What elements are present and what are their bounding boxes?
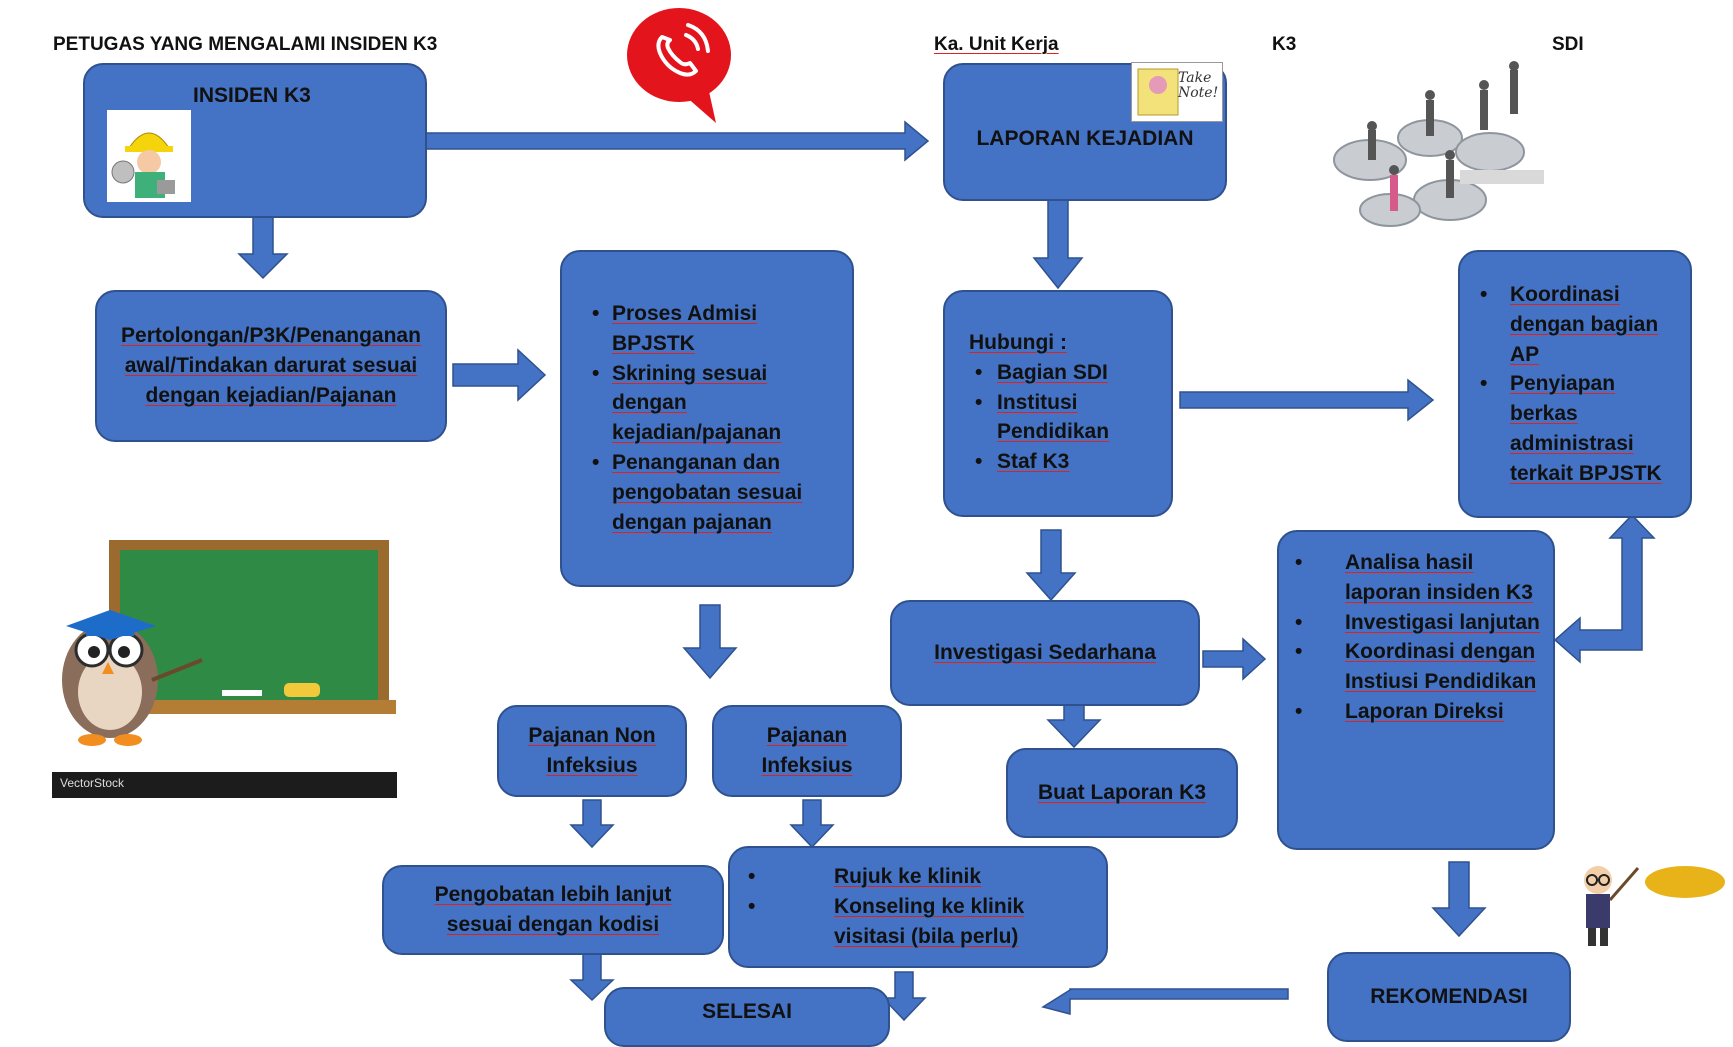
arrow-laporan-down — [1032, 192, 1084, 290]
box-pajanan-infeksius: Pajanan Infeksius — [712, 705, 902, 797]
insiden-title: INSIDEN K3 — [193, 84, 311, 107]
box-hubungi: Hubungi : Bagian SDI Institusi Pendidika… — [943, 290, 1173, 517]
hubungi-item: Staf K3 — [963, 447, 1161, 477]
phone-call-icon — [627, 8, 731, 123]
box-rujuk: Rujuk ke klinik Konseling ke klinik visi… — [728, 846, 1108, 968]
box-analisa: Analisa hasil laporan insiden K3 Investi… — [1277, 530, 1555, 850]
arrow-rekomendasi-to-selesai — [1041, 988, 1289, 1015]
box-investigasi-sedarhana: Investigasi Sedarhana — [890, 600, 1200, 706]
analisa-item: Investigasi lanjutan — [1283, 608, 1547, 638]
koordinasi-item: Penyiapan berkas administrasi terkait BP… — [1468, 369, 1682, 488]
analisa-item: Laporan Direksi — [1283, 697, 1547, 727]
proses-item: Penanganan dan pengobatan sesuai dengan … — [590, 448, 832, 537]
header-ka-unit: Ka. Unit Kerja — [934, 34, 1059, 56]
arrow-hubungi-to-koordinasi — [1179, 378, 1435, 422]
gears-people-icon — [1333, 61, 1544, 227]
hubungi-list: Bagian SDI Institusi Pendidikan Staf K3 — [963, 358, 1161, 477]
selesai-label: SELESAI — [702, 1000, 792, 1023]
arrow-pajanan-inf-down — [789, 799, 835, 849]
vectorstock-watermark: VectorStock — [60, 776, 125, 790]
proses-list: Proses Admisi BPJSTK Skrining sesuai den… — [590, 299, 832, 538]
arrow-proses-down — [682, 604, 738, 680]
koordinasi-list: Koordinasi dengan bagian AP Penyiapan be… — [1468, 280, 1682, 489]
hubungi-title: Hubungi : — [969, 331, 1067, 354]
header-sdi: SDI — [1552, 34, 1584, 55]
analisa-item: Koordinasi dengan Instiusi Pendidikan — [1283, 637, 1547, 697]
notepad-icon — [1137, 68, 1179, 116]
laporan-kejadian-label: LAPORAN KEJADIAN — [976, 127, 1194, 151]
box-pertolongan: Pertolongan/P3K/Penanganan awal/Tindakan… — [95, 290, 447, 442]
pajanan-non-label: Pajanan Non Infeksius — [528, 724, 656, 777]
worker-helmet-icon — [107, 110, 191, 202]
header-petugas: PETUGAS YANG MENGALAMI INSIDEN K3 — [53, 34, 438, 55]
pajanan-inf-label: Pajanan Infeksius — [761, 724, 853, 777]
rujuk-item: Konseling ke klinik visitasi (bila perlu… — [736, 892, 1096, 952]
take-note-sticker: Take Note! — [1131, 62, 1223, 122]
header-ka-unit-text: Ka. Unit Kerja — [934, 34, 1059, 55]
chalkboard-owl-illustration: VectorStock — [52, 540, 397, 798]
arrow-investigasi-to-analisa — [1202, 637, 1267, 681]
proses-item: Proses Admisi BPJSTK — [590, 299, 832, 359]
box-pajanan-non-infeksius: Pajanan Non Infeksius — [497, 705, 687, 797]
box-insiden-k3: INSIDEN K3 — [83, 63, 427, 218]
arrow-rujuk-down — [881, 971, 927, 1022]
arrow-pertolongan-to-proses — [452, 348, 547, 402]
proses-item: Skrining sesuai dengan kejadian/pajanan — [590, 359, 832, 448]
rujuk-list: Rujuk ke klinik Konseling ke klinik visi… — [736, 862, 1096, 951]
hubungi-item: Institusi Pendidikan — [963, 388, 1161, 448]
rekomendasi-label: REKOMENDASI — [1370, 985, 1528, 1008]
arrow-pajanan-non-down — [569, 799, 615, 849]
arrow-hubungi-down — [1025, 529, 1077, 602]
box-rekomendasi: REKOMENDASI — [1327, 952, 1571, 1042]
professor-pointer-icon — [1584, 866, 1725, 946]
box-koordinasi: Koordinasi dengan bagian AP Penyiapan be… — [1458, 250, 1692, 518]
koordinasi-item: Koordinasi dengan bagian AP — [1468, 280, 1682, 369]
arrow-analisa-down — [1431, 861, 1487, 938]
pertolongan-label: Pertolongan/P3K/Penanganan awal/Tindakan… — [121, 324, 421, 407]
arrow-insiden-to-laporan — [424, 120, 930, 162]
box-pengobatan: Pengobatan lebih lanjut sesuai dengan ko… — [382, 865, 724, 955]
buat-laporan-label: Buat Laporan K3 — [1037, 781, 1207, 805]
arrow-investigasi-down — [1046, 702, 1102, 749]
box-proses: Proses Admisi BPJSTK Skrining sesuai den… — [560, 250, 854, 587]
rujuk-item: Rujuk ke klinik — [736, 862, 1096, 892]
hubungi-item: Bagian SDI — [963, 358, 1161, 388]
arrow-analisa-koordinasi — [1553, 513, 1656, 664]
box-buat-laporan: Buat Laporan K3 — [1006, 748, 1238, 838]
analisa-list: Analisa hasil laporan insiden K3 Investi… — [1283, 548, 1547, 727]
header-k3: K3 — [1272, 34, 1297, 55]
arrow-pengobatan-down — [569, 952, 615, 1002]
take-note-text: Take Note! — [1178, 70, 1219, 102]
analisa-item: Analisa hasil laporan insiden K3 — [1283, 548, 1547, 608]
investigasi-sedarhana-label: Investigasi Sedarhana — [934, 641, 1156, 665]
chalkboard-owl-icon — [52, 540, 397, 798]
pengobatan-label: Pengobatan lebih lanjut sesuai dengan ko… — [434, 883, 672, 936]
box-selesai: SELESAI — [604, 987, 890, 1047]
